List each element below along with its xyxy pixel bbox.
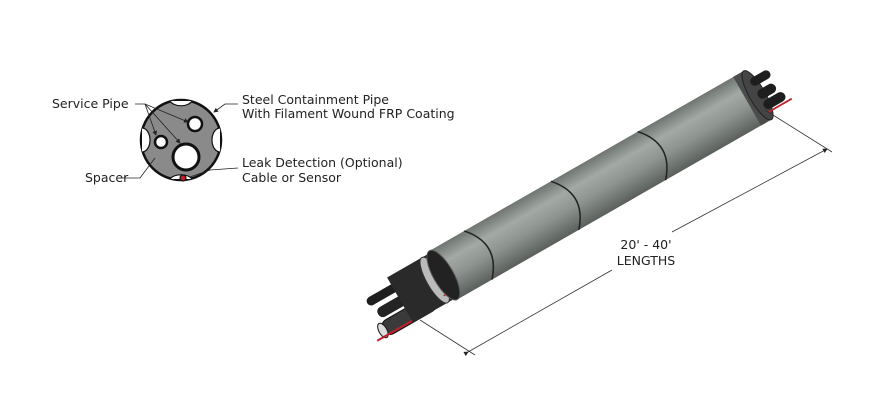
containment-pipe-3d [366, 70, 793, 342]
filament-seam [550, 180, 581, 231]
cross-section: Service Pipe Steel Containment Pipe With… [52, 92, 455, 185]
service-pipe [750, 70, 771, 86]
leak-label-line1: Leak Detection (Optional) [242, 155, 403, 170]
containment-label-line2: With Filament Wound FRP Coating [242, 106, 455, 121]
leak-detection-cable [179, 174, 187, 182]
spacer-notch [141, 127, 151, 153]
frp-coated-pipe [429, 71, 770, 300]
spacer-notch [211, 127, 221, 153]
filament-seam [637, 130, 668, 181]
length-caption-label: LENGTHS [617, 253, 675, 268]
containment-label-line1: Steel Containment Pipe [242, 92, 389, 107]
service-pipe [757, 83, 777, 99]
spacer-notch [169, 100, 193, 107]
length-dimension: 20' - 40' LENGTHS [419, 109, 833, 357]
service-pipe [763, 92, 786, 110]
service-pipe-label: Service Pipe [52, 96, 129, 111]
leak-label-line2: Cable or Sensor [242, 170, 342, 185]
service-pipe-small [186, 115, 204, 133]
service-pipe-small [153, 134, 169, 150]
spacer-label: Spacer [85, 170, 129, 185]
filament-seam [463, 230, 495, 280]
service-pipe-large [171, 142, 201, 172]
length-range-label: 20' - 40' [620, 237, 671, 252]
